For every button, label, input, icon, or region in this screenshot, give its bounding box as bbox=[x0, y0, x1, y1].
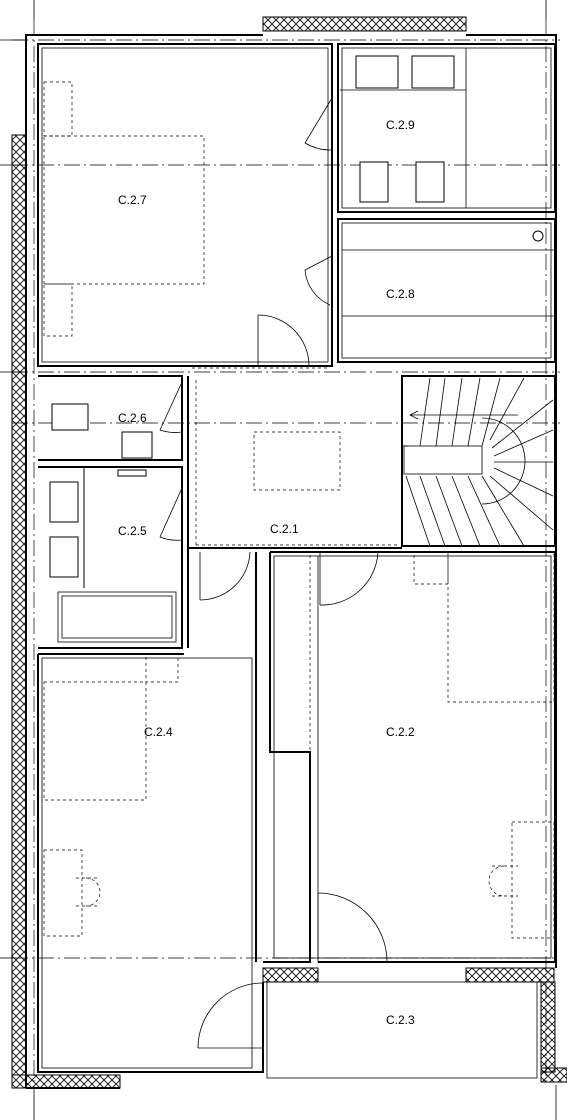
room-label-c24: C.2.4 bbox=[144, 725, 173, 739]
furniture-solid bbox=[49, 55, 544, 588]
walls bbox=[25, 34, 557, 1089]
furniture-dashed bbox=[43, 81, 555, 939]
room-labels: C.2.7 C.2.9 C.2.8 C.2.6 C.2.5 C.2.1 C.2.… bbox=[118, 118, 415, 1027]
room-label-c22: C.2.2 bbox=[386, 725, 415, 739]
room-label-c28: C.2.8 bbox=[386, 287, 415, 301]
room-label-c26: C.2.6 bbox=[118, 411, 147, 425]
staircase bbox=[402, 377, 554, 547]
room-label-c25: C.2.5 bbox=[118, 524, 147, 538]
room-label-c23: C.2.3 bbox=[386, 1013, 415, 1027]
axis-lines bbox=[12, 20, 560, 1090]
room-label-c29: C.2.9 bbox=[386, 118, 415, 132]
finish-lines bbox=[41, 47, 555, 1079]
doors bbox=[159, 97, 388, 1049]
room-label-c27: C.2.7 bbox=[118, 193, 147, 207]
room-label-c21: C.2.1 bbox=[270, 522, 299, 536]
